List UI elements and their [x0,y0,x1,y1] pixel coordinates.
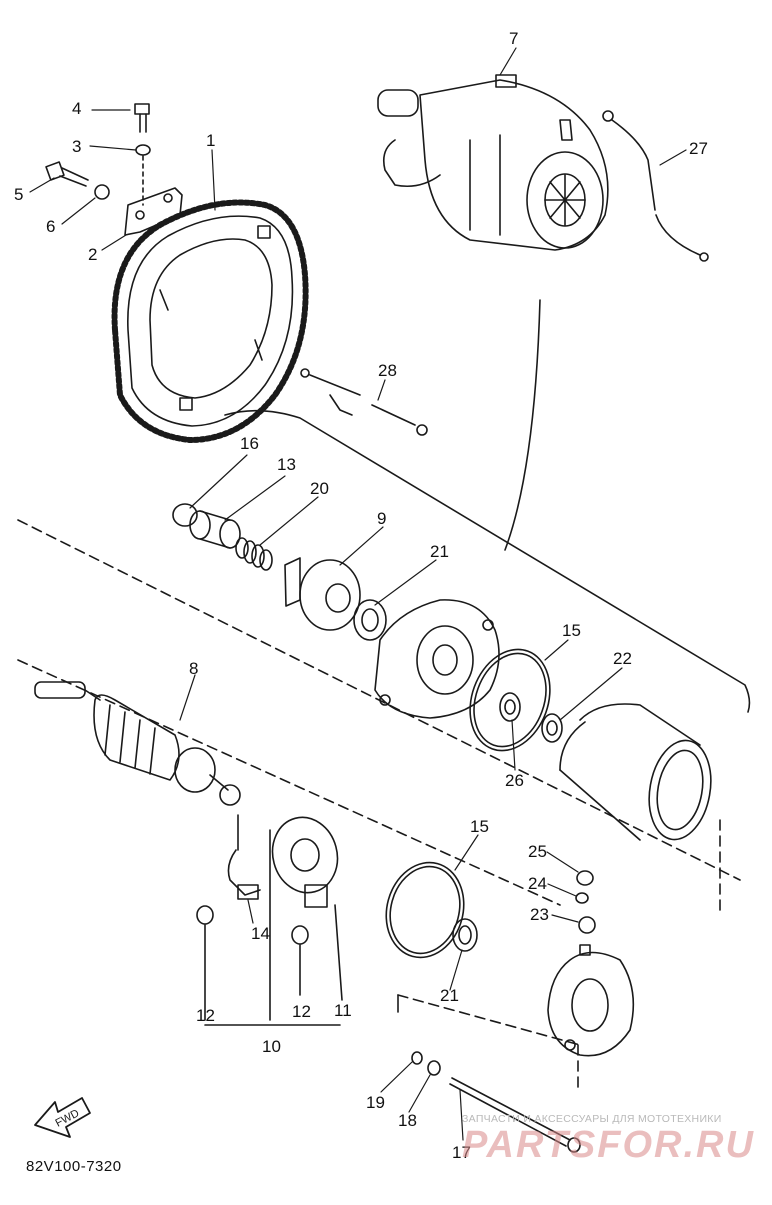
spring-20 [235,537,273,571]
watermark-tagline: ЗАПЧАСТИ И АКСЕССУАРЫ ДЛЯ МОТОТЕХНИКИ [462,1113,722,1125]
callout-15-lower: 15 [470,817,489,836]
callout-25: 25 [528,842,547,861]
callout-7: 7 [509,29,519,48]
washer-22 [541,713,563,743]
callout-22: 22 [613,649,632,668]
brush-holder-plate [271,816,339,908]
callout-10: 10 [262,1037,281,1056]
nut-25 [576,870,594,886]
washer-21-lower [452,918,478,952]
callout-12-left: 12 [196,1006,215,1025]
callout-28: 28 [378,361,397,380]
fwd-arrow-icon [34,1097,91,1138]
washer-6 [94,184,110,200]
nut-23 [578,916,596,934]
callout-14: 14 [251,924,270,943]
callout-26: 26 [505,771,524,790]
washer-26 [499,692,521,722]
rear-cover [547,944,635,1057]
callout-21-upper: 21 [430,542,449,561]
assembly-outline [224,409,751,713]
front-cover [374,599,500,719]
callout-20: 20 [310,479,329,498]
callout-6: 6 [46,217,56,236]
callout-3: 3 [72,137,82,156]
diagram-code: 82V100-7320 [26,1158,122,1175]
callout-19: 19 [366,1093,385,1112]
callout-18: 18 [398,1111,417,1130]
assembly-dashed-lines [17,519,741,1091]
callout-2: 2 [88,245,98,264]
callout-17: 17 [452,1143,471,1162]
starter-cable [300,368,428,436]
starter-lead-wire [602,110,709,262]
starter-sprocket [111,199,309,443]
spring-12-left [196,905,214,925]
armature [34,681,241,806]
pinion-clutch-9 [284,557,361,631]
callout-12-right: 12 [292,1002,311,1021]
callout-11: 11 [334,1001,352,1020]
through-bolt-17 [449,1077,581,1153]
spring-12-right [291,925,309,945]
o-ring-15-upper [469,648,551,752]
washer-24 [575,892,589,904]
callout-8: 8 [189,659,199,678]
lock-plate [124,187,183,236]
callout-15-upper: 15 [562,621,581,640]
callout-5: 5 [14,185,24,204]
o-ring-19 [411,1051,423,1065]
bolt-4 [134,103,150,133]
starter-motor-assembly [377,74,609,251]
washer-3 [135,144,151,156]
collar-13 [189,510,241,549]
callout-21-lower: 21 [440,986,459,1005]
callout-leaders [29,47,687,1141]
callout-13: 13 [277,455,296,474]
callout-23: 23 [530,905,549,924]
motor-yoke [559,703,712,841]
callout-24: 24 [528,874,547,893]
callout-4: 4 [72,99,82,118]
callout-1: 1 [206,131,216,150]
callout-9: 9 [377,509,387,528]
callout-27: 27 [689,139,708,158]
watermark-brand: PARTSFOR.RU [462,1124,755,1166]
circlip-16 [172,503,198,527]
callout-16: 16 [240,434,259,453]
bolt-5 [45,161,89,187]
motor-axis-line [504,299,541,551]
washer-18 [427,1060,441,1076]
brush-lead-14 [227,814,261,900]
brush-group-leaders [204,829,343,1026]
washer-21-upper [353,599,387,641]
